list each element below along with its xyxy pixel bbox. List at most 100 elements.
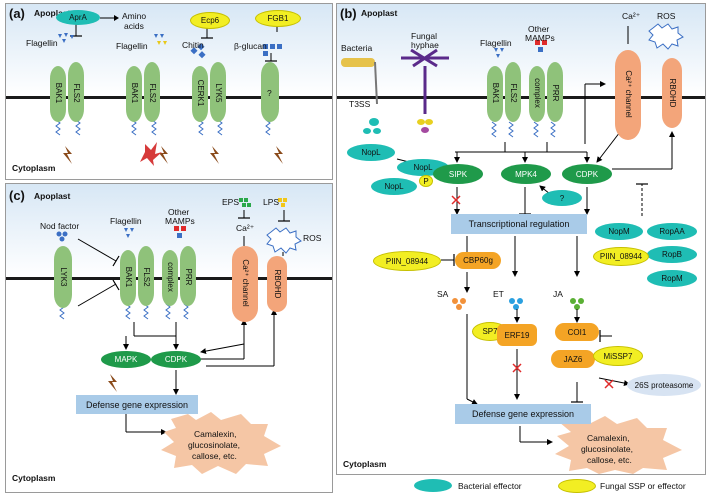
eps-label: EPS [222,197,240,207]
apoplast-label: Apoplast [34,8,71,18]
rbohd-label: RBOHD [668,78,677,108]
mpk4-kinase: MPK4 [501,164,551,184]
output-line-3: callose, etc. [587,455,632,465]
cytoplasm-label: Cytoplasm [12,473,56,483]
output-line-1: Camalexin, [194,429,237,439]
fungal-label: Fungal [411,31,437,41]
rbohd-label: RBOHD [273,269,282,299]
complex-label: complex [533,78,542,108]
rbohd [662,58,682,128]
defense-gene-box: Defense gene expression [455,404,591,424]
effector-ropaa: RopAA [647,223,697,240]
ca-channel [232,246,258,322]
ros-label: ROS [657,11,676,21]
other-label: Other [528,24,550,34]
et-label: ET [493,289,504,299]
effector-ecp6: Ecp6 [190,12,230,29]
panel-label: (b) [340,6,357,21]
receptor-prr [180,246,196,306]
chitin-label: Chitin [182,40,204,50]
receptor-fls2 [505,62,521,122]
receptor-fls2 [138,246,154,306]
panel-a: (a) Apoplast Cytoplasm [5,3,333,180]
flagellin-label: Flagellin [480,38,512,48]
receptor-complex [162,250,178,306]
jaz6-factor: JAZ6 [551,350,595,368]
ca-label: Ca²⁺ [622,11,641,21]
fls2-label: FLS2 [509,83,518,103]
fls2-label: FLS2 [72,83,81,103]
mamps-label: MAMPs [525,33,555,43]
receptor-lyk5 [210,62,226,122]
lyk3-label: LYK3 [59,267,68,287]
legend-bacterial-swatch [414,479,452,492]
ros-label: ROS [303,233,322,243]
flagellin-label: Flagellin [110,216,142,226]
output-line-3: callose, etc. [192,451,237,461]
flagellin-label-2: Flagellin [116,41,148,51]
mapk-kinase: MAPK [101,351,151,368]
bak1-label: BAK1 [124,266,133,288]
bak1-label: BAK1 [130,82,139,104]
receptor-bak1 [50,66,66,122]
effector-piin-2: PIIN_08944 [593,247,649,266]
receptor-complex [529,66,545,122]
cerk1-label: CERK1 [196,79,205,107]
receptor-fls2-b [144,62,160,122]
bak1-label: BAK1 [54,82,63,104]
mamps-label: MAMPs [165,216,195,226]
effector-ropb: RopB [647,246,697,263]
prr-label: PRR [184,268,193,286]
effector-unknown: ? [542,190,582,206]
phospho-p: P [419,175,433,187]
amino-label: Amino [122,11,147,21]
panel-c: (c) Apoplast Cytoplasm [5,183,333,493]
effector-nopl-3: NopL [371,178,417,195]
ca-label: Ca²⁺ [236,223,255,233]
receptor-bak1 [120,250,136,306]
output-line-2: glucosinolate, [581,444,633,454]
beta-glucan-label: β-glucan [234,41,267,51]
cdpk-kinase: CDPK [562,164,612,184]
panel-label: (c) [9,188,25,203]
defense-gene-box: Defense gene expression [76,395,198,414]
apoplast-region [337,4,705,96]
lyk5-label: LYK5 [214,83,223,103]
receptor-prr [547,62,563,122]
prr-label: PRR [551,84,560,102]
effector-missp7: MiSSP7 [593,346,643,366]
effector-apra: AprA [56,10,100,25]
receptor-bak1-b [126,66,142,122]
receptor-cerk1 [192,66,208,122]
bak1-label: BAK1 [491,82,500,104]
bacteria-label: Bacteria [341,43,373,53]
effector-nopl-1: NopL [347,144,395,161]
unknown-label: ? [267,88,272,98]
apoplast-label: Apoplast [34,191,71,201]
panel-label: (a) [9,6,25,21]
lps-label: LPS [263,197,280,207]
receptor-unknown [261,62,279,122]
ca-channel-label: Ca²⁺ channel [624,70,633,118]
panel-c-arrows [56,198,302,474]
cdpk-kinase: CDPK [151,351,201,368]
fls2-label: FLS2 [142,267,151,287]
sa-label: SA [437,289,449,299]
cbp60g-factor: CBP60g [455,252,501,269]
cytoplasm-label: Cytoplasm [12,163,56,173]
receptor-lyk3 [54,246,72,308]
plasma-membrane [6,96,332,99]
other-label: Other [168,207,190,217]
hyphae-label: hyphae [411,40,439,50]
transcriptional-regulation-box: Transcriptional regulation [451,214,587,234]
output-line-2: glucosinolate, [188,440,240,450]
legend-fungal-label: Fungal SSP or effector [600,481,686,491]
erf19-factor: ERF19 [497,324,537,346]
effector-nopm: NopM [595,223,643,240]
t3ss-label: T3SS [349,99,371,109]
nod-factor-label: Nod factor [40,221,80,231]
receptor-bak1 [487,66,503,122]
flagellin-label-1: Flagellin [26,38,58,48]
coi1-factor: COI1 [555,323,599,341]
output-line-1: Camalexin, [587,433,630,443]
